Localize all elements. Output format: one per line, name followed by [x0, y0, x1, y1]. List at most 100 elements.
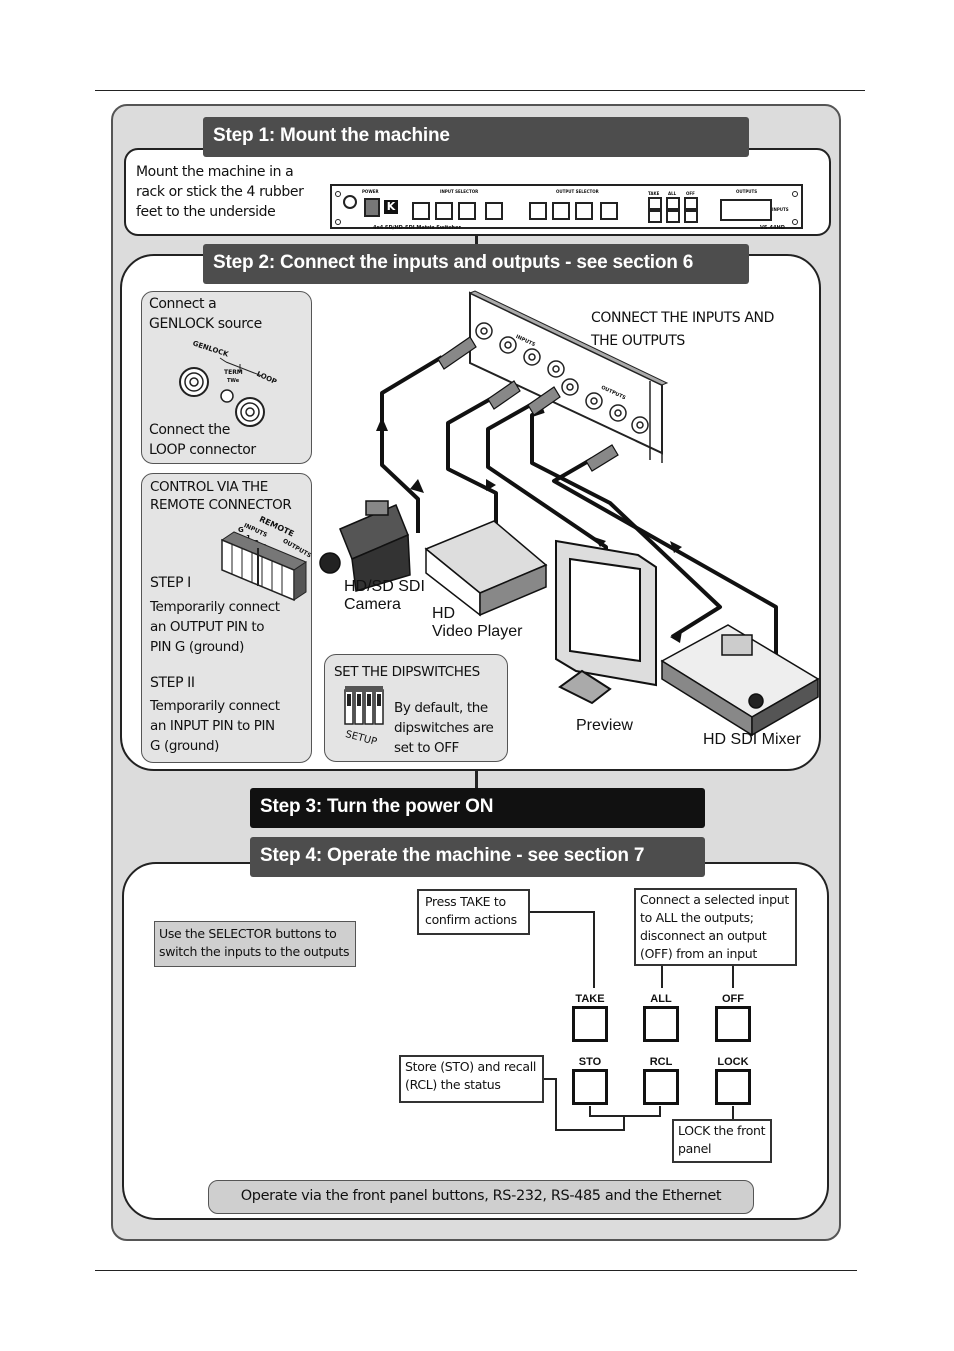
take-note-line: confirm actions [425, 912, 517, 927]
step1-text: Mount the machine in a rack or stick the… [136, 162, 331, 222]
step2-title: Step 2: Connect the inputs and outputs -… [203, 244, 749, 284]
genlock-heading: Connect a GENLOCK source [149, 294, 262, 334]
remote-step1-text: Temporarily connect an OUTPUT PIN to PIN… [150, 597, 280, 657]
lock-button[interactable] [684, 210, 698, 223]
take-button[interactable] [648, 197, 662, 210]
rcl-button-label: RCL [649, 1056, 673, 1068]
lock-button-label: LOCK [717, 1056, 749, 1068]
dipswitch-text-line: set to OFF [394, 740, 459, 756]
input-button[interactable] [435, 202, 453, 220]
device-off-label: OFF [686, 191, 695, 196]
lock-note: LOCK the front panel [672, 1119, 772, 1163]
loop-text-line: LOOP connector [149, 442, 256, 458]
inputs-label: INPUTS [772, 207, 789, 212]
all-off-note-line: (OFF) from an input [640, 946, 758, 961]
display-window [720, 199, 772, 221]
twe-label: TWe [227, 378, 240, 384]
off-button[interactable] [715, 1006, 751, 1042]
remote-g-label: G [238, 526, 244, 534]
output-selector-label: OUTPUT SELECTOR [556, 189, 599, 194]
genlock-heading-line: GENLOCK source [149, 316, 262, 332]
all-off-note-line: disconnect an output [640, 928, 767, 943]
input-button[interactable] [412, 202, 430, 220]
device-take-label: TAKE [648, 191, 660, 196]
step1-text-line: rack or stick the 4 rubber [136, 184, 304, 200]
all-button[interactable] [666, 197, 680, 210]
loop-connector-text: Connect the LOOP connector [149, 420, 256, 460]
genlock-panel [141, 291, 312, 464]
camera-label: HD/SD SDI Camera [344, 578, 425, 614]
lock-button[interactable] [715, 1069, 751, 1105]
remote-panel [141, 473, 312, 763]
output-button[interactable] [575, 202, 593, 220]
dipswitch-text-line: dipswitches are [394, 720, 494, 736]
take-note-line: Press TAKE to [425, 894, 506, 909]
selector-note-line: Use the SELECTOR buttons to [159, 926, 337, 941]
output-button[interactable] [600, 202, 618, 220]
camera-icon [319, 500, 411, 592]
output-button[interactable] [529, 202, 547, 220]
all-off-note-line: to ALL the outputs; [640, 910, 754, 925]
device-all-label: ALL [668, 191, 677, 196]
connect-text: CONNECT THE INPUTS AND THE OUTPUTS [591, 307, 774, 353]
genlock-heading-line: Connect a [149, 296, 217, 312]
remote-heading-line: CONTROL VIA THE [150, 479, 268, 495]
rcl-button[interactable] [666, 210, 680, 223]
bottom-rule [95, 1270, 857, 1271]
connector-line [475, 768, 478, 794]
all-off-note-line: Connect a selected input [640, 892, 789, 907]
camera-label-line: Camera [344, 596, 401, 613]
sto-rcl-note: Store (STO) and recall (RCL) the status [399, 1055, 544, 1103]
remote-step2-line: an INPUT PIN to PIN [150, 718, 275, 734]
connector-line [475, 232, 478, 252]
dipswitch-heading: SET THE DIPSWITCHES [334, 664, 480, 680]
all-button[interactable] [643, 1006, 679, 1042]
sto-rcl-note-line: Store (STO) and recall [405, 1059, 537, 1074]
rack-screw-icon [335, 219, 341, 225]
lock-note-line: LOCK the front [678, 1123, 766, 1138]
step3-title: Step 3: Turn the power ON [250, 788, 705, 828]
player-label-line: Video Player [432, 623, 523, 640]
remote-step2-text: Temporarily connect an INPUT PIN to PIN … [150, 696, 280, 756]
off-button-label: OFF [722, 993, 744, 1005]
remote-step2-line: Temporarily connect [150, 698, 280, 714]
remote-step1-line: an OUTPUT PIN to [150, 619, 265, 635]
dipswitch-text: By default, the dipswitches are set to O… [394, 698, 494, 758]
remote-step2-line: G (ground) [150, 738, 220, 754]
output-button[interactable] [552, 202, 570, 220]
connect-text-line: THE OUTPUTS [591, 333, 685, 349]
off-button[interactable] [684, 197, 698, 210]
power-label: POWER [362, 189, 379, 194]
step1-title: Step 1: Mount the machine [203, 117, 749, 157]
remote-step1-line: PIN G (ground) [150, 639, 244, 655]
power-switch [364, 198, 380, 217]
kramer-logo-icon: K [384, 200, 398, 214]
remote-heading-line: REMOTE CONNECTOR [150, 497, 292, 513]
sto-button[interactable] [572, 1069, 608, 1105]
outputs-label: OUTPUTS [736, 189, 758, 194]
sto-button[interactable] [648, 210, 662, 223]
loop-text-line: Connect the [149, 422, 230, 438]
step1-text-line: Mount the machine in a [136, 164, 294, 180]
footer-note: Operate via the front panel buttons, RS-… [208, 1180, 754, 1214]
top-rule [95, 90, 865, 91]
device-front-panel: POWER K INPUT SELECTOR OUTPUT SELECTOR T… [330, 184, 803, 229]
device-model-description: 4x4 SD/HD-SDI Matrix Switcher [373, 225, 461, 231]
step1-text-line: feet to the underside [136, 204, 276, 220]
input-button[interactable] [485, 202, 503, 220]
input-button[interactable] [458, 202, 476, 220]
genlock-connectors-icon [179, 357, 265, 427]
remote-heading: CONTROL VIA THE REMOTE CONNECTOR [150, 478, 292, 514]
dipswitch-text-line: By default, the [394, 700, 488, 716]
player-label-line: HD [432, 605, 456, 622]
camera-label-line: HD/SD SDI [344, 578, 425, 595]
take-button[interactable] [572, 1006, 608, 1042]
rack-screw-icon [792, 191, 798, 197]
sto-rcl-note-line: (RCL) the status [405, 1077, 501, 1092]
video-player-icon [424, 520, 548, 617]
rcl-button[interactable] [643, 1069, 679, 1105]
take-button-label: TAKE [575, 993, 605, 1005]
rack-screw-icon [792, 219, 798, 225]
rack-screw-icon [335, 191, 341, 197]
